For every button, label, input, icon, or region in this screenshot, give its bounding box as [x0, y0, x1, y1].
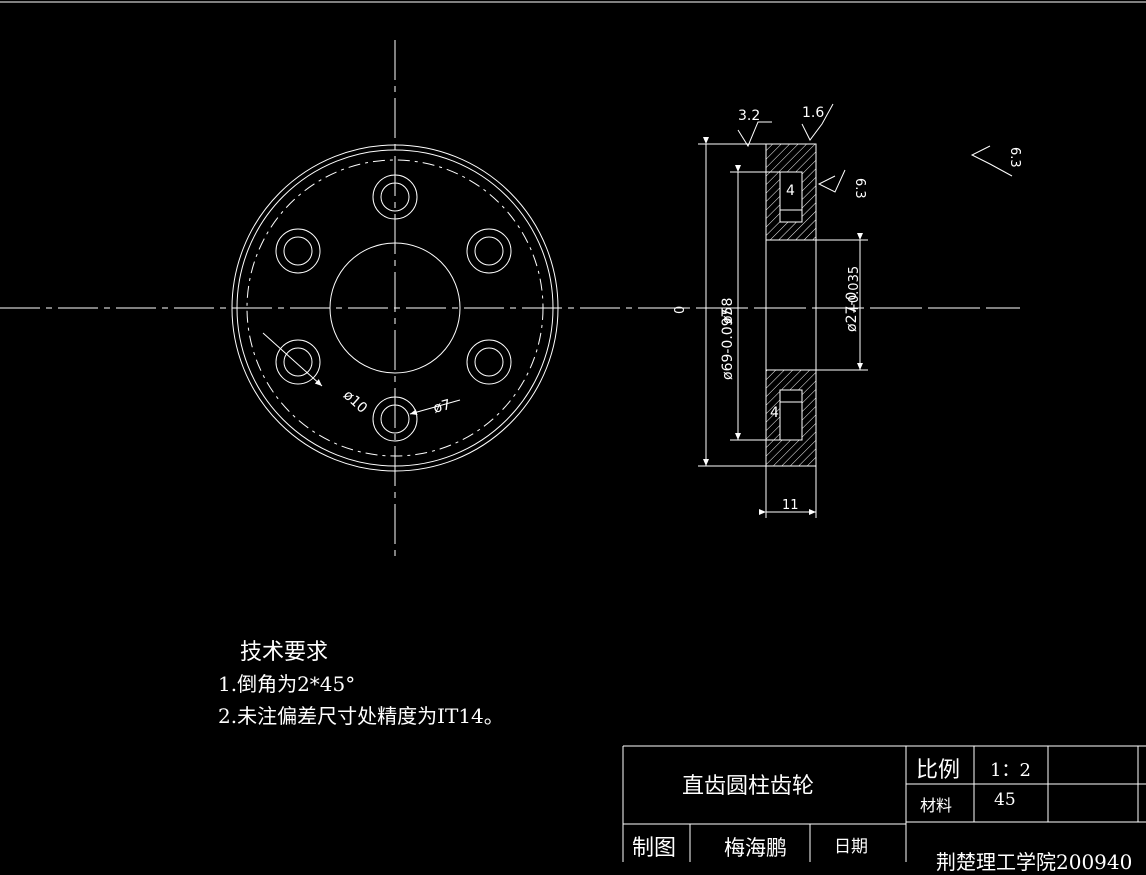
root-circle — [236, 149, 554, 467]
side-view — [650, 103, 1020, 518]
drawn-label: 制图 — [632, 836, 677, 861]
dim-bore-upper-label: +0.035 — [847, 266, 862, 314]
dim-hole-label: ø7 — [432, 397, 453, 417]
roughness-side-label: 6.3 — [852, 178, 867, 199]
dim-pitch-label: ø58 — [720, 298, 736, 324]
bore-circle — [329, 242, 461, 374]
roughness-symbol-general — [970, 145, 1013, 177]
roughness-symbol-left — [737, 121, 772, 148]
roughness-symbol-side — [817, 169, 846, 193]
part-name: 直齿圆柱齿轮 — [682, 774, 815, 799]
pcd-leader — [262, 332, 323, 387]
hole-leader — [409, 399, 461, 416]
dim-groove-top-label: 4 — [786, 183, 795, 199]
scale-label: 比例 — [916, 758, 961, 783]
school-name: 荆楚理工学院200940 — [936, 850, 1133, 874]
material-label: 材料 — [920, 796, 953, 815]
roughness-right-label: 1.6 — [802, 105, 824, 121]
dim-outer-label: ø69-0.097 — [720, 308, 736, 380]
tech-requirement-1: 1.倒角为2*45° — [218, 672, 356, 696]
date-label: 日期 — [834, 837, 868, 857]
tech-requirements-title: 技术要求 — [240, 640, 329, 665]
pitch-circle — [246, 159, 544, 457]
front-view — [0, 40, 1020, 560]
tech-requirement-2: 2.未注偏差尺寸处精度为IT14。 — [218, 704, 504, 728]
title-block — [622, 745, 1146, 862]
tech-requirements: 技术要求 1.倒角为2*45° 2.未注偏差尺寸处精度为IT14。 — [218, 638, 504, 732]
hole-pattern — [275, 174, 512, 442]
dim-hole-pcd-label: ø10 — [340, 387, 370, 417]
roughness-left-label: 3.2 — [738, 108, 760, 124]
drawn-by: 梅海鹏 — [724, 836, 787, 860]
dim-outer-upper-label: 0 — [673, 306, 688, 314]
roughness-symbol-right — [801, 103, 834, 141]
dim-groove-bottom-label: 4 — [770, 405, 779, 421]
dim-width-label: 11 — [782, 498, 799, 513]
scale-value: 1：2 — [990, 760, 1031, 781]
dim-bore-label: ø27-0 — [844, 292, 860, 332]
lower-groove — [779, 389, 803, 441]
roughness-general-label: 6.3 — [1007, 147, 1022, 168]
material-value: 45 — [994, 790, 1016, 810]
outer-circle — [231, 144, 559, 472]
